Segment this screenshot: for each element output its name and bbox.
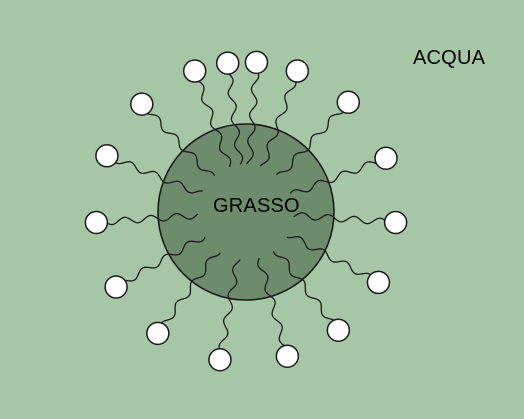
surfactant-head [104,275,128,299]
surfactant-tail [275,111,344,176]
surfactant-tail [115,161,203,194]
surfactant-tail [124,236,206,282]
surfactant-head [244,50,269,75]
surfactant-tail [107,213,199,226]
water-label: ACQUA [413,47,486,69]
surfactant-tail [147,113,216,177]
surfactant-head [208,347,232,372]
surfactant-tail [246,73,260,165]
surfactant-tail [218,259,241,349]
surfactant-tail [198,80,232,168]
surfactant-head [374,146,398,170]
fat-label: GRASSO [213,195,300,217]
surfactant-tail [272,251,334,321]
surfactant-head [146,321,170,346]
surfactant-tail [259,82,297,167]
surfactant-heads [84,50,408,372]
surfactant-head [275,344,300,368]
surfactant-head [215,51,240,75]
surfactant-tail [286,236,371,276]
surfactant-head [326,318,351,342]
surfactant-head [336,90,361,115]
surfactant-tails [107,73,386,349]
surfactant-head [130,92,154,116]
fat-core [157,123,335,301]
surfactant-tail [227,73,244,165]
surfactant-head [285,59,310,83]
surfactant-tail [293,212,386,225]
surfactant-tail [289,161,377,194]
surfactant-head [84,210,109,235]
surfactant-head [182,59,207,83]
surfactant-head [383,210,408,235]
surfactant-head [95,144,119,168]
surfactant-head [366,270,391,295]
surfactant-tail [257,257,285,347]
surfactant-tail [161,252,221,324]
